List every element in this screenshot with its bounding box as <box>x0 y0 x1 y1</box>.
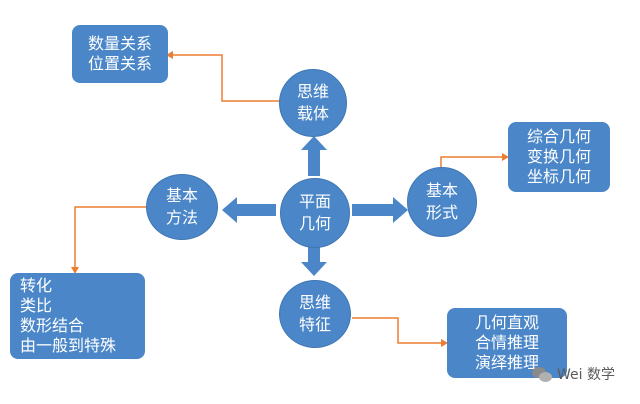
top-node-line2: 载体 <box>296 104 329 123</box>
arrow-down <box>301 240 327 276</box>
bottom-node-line2: 特征 <box>298 315 331 334</box>
right-box-line: 变换几何 <box>526 147 591 166</box>
arrow-up <box>301 136 327 176</box>
right-box-line: 坐标几何 <box>526 167 591 186</box>
left-box-line: 由一般到特殊 <box>20 336 117 355</box>
bottom-box-line: 合情推理 <box>474 333 539 352</box>
connector-top-arrowhead <box>166 51 173 59</box>
right-node-line2: 形式 <box>425 203 458 222</box>
connector-right <box>440 156 505 168</box>
bottom-box-line: 几何直观 <box>474 313 539 332</box>
top-node-line1: 思维 <box>296 82 329 101</box>
connector-right-arrowhead <box>502 153 509 161</box>
arrow-left <box>222 197 276 223</box>
center-node-line2: 几何 <box>298 214 331 233</box>
right-box: 综合几何 变换几何 坐标几何 <box>508 122 610 192</box>
connector-bottom-arrowhead <box>441 339 448 347</box>
left-node: 基本 方法 <box>146 174 218 240</box>
watermark: Wei 数学 <box>532 364 615 384</box>
right-node: 基本 形式 <box>407 167 477 237</box>
right-box-line: 综合几何 <box>526 127 591 146</box>
left-node-line1: 基本 <box>165 186 198 205</box>
top-box-line: 位置关系 <box>87 54 152 73</box>
connector-left <box>74 206 146 270</box>
left-box-line: 数形结合 <box>20 316 85 335</box>
center-node: 平面 几何 <box>280 178 350 248</box>
arrow-right <box>352 197 408 223</box>
watermark-text: Wei 数学 <box>557 367 615 383</box>
bottom-node: 思维 特征 <box>279 280 351 348</box>
left-node-line2: 方法 <box>165 208 198 227</box>
connector-top <box>170 54 280 102</box>
left-box-line: 转化 <box>20 276 53 295</box>
center-node-line1: 平面 <box>298 192 331 211</box>
connector-left-arrowhead <box>71 267 79 274</box>
left-box: 转化 类比 数形结合 由一般到特殊 <box>10 273 145 359</box>
top-node: 思维 载体 <box>279 69 347 137</box>
left-box-line: 类比 <box>20 296 53 315</box>
top-box: 数量关系 位置关系 <box>72 25 168 83</box>
connector-bottom <box>352 317 444 344</box>
right-node-line1: 基本 <box>425 181 458 200</box>
bottom-box: 几何直观 合情推理 演绎推理 <box>447 308 567 378</box>
bottom-box-line: 演绎推理 <box>474 353 539 372</box>
bottom-node-line1: 思维 <box>298 293 331 312</box>
wechat-icon <box>532 365 552 383</box>
top-box-line: 数量关系 <box>87 34 152 53</box>
